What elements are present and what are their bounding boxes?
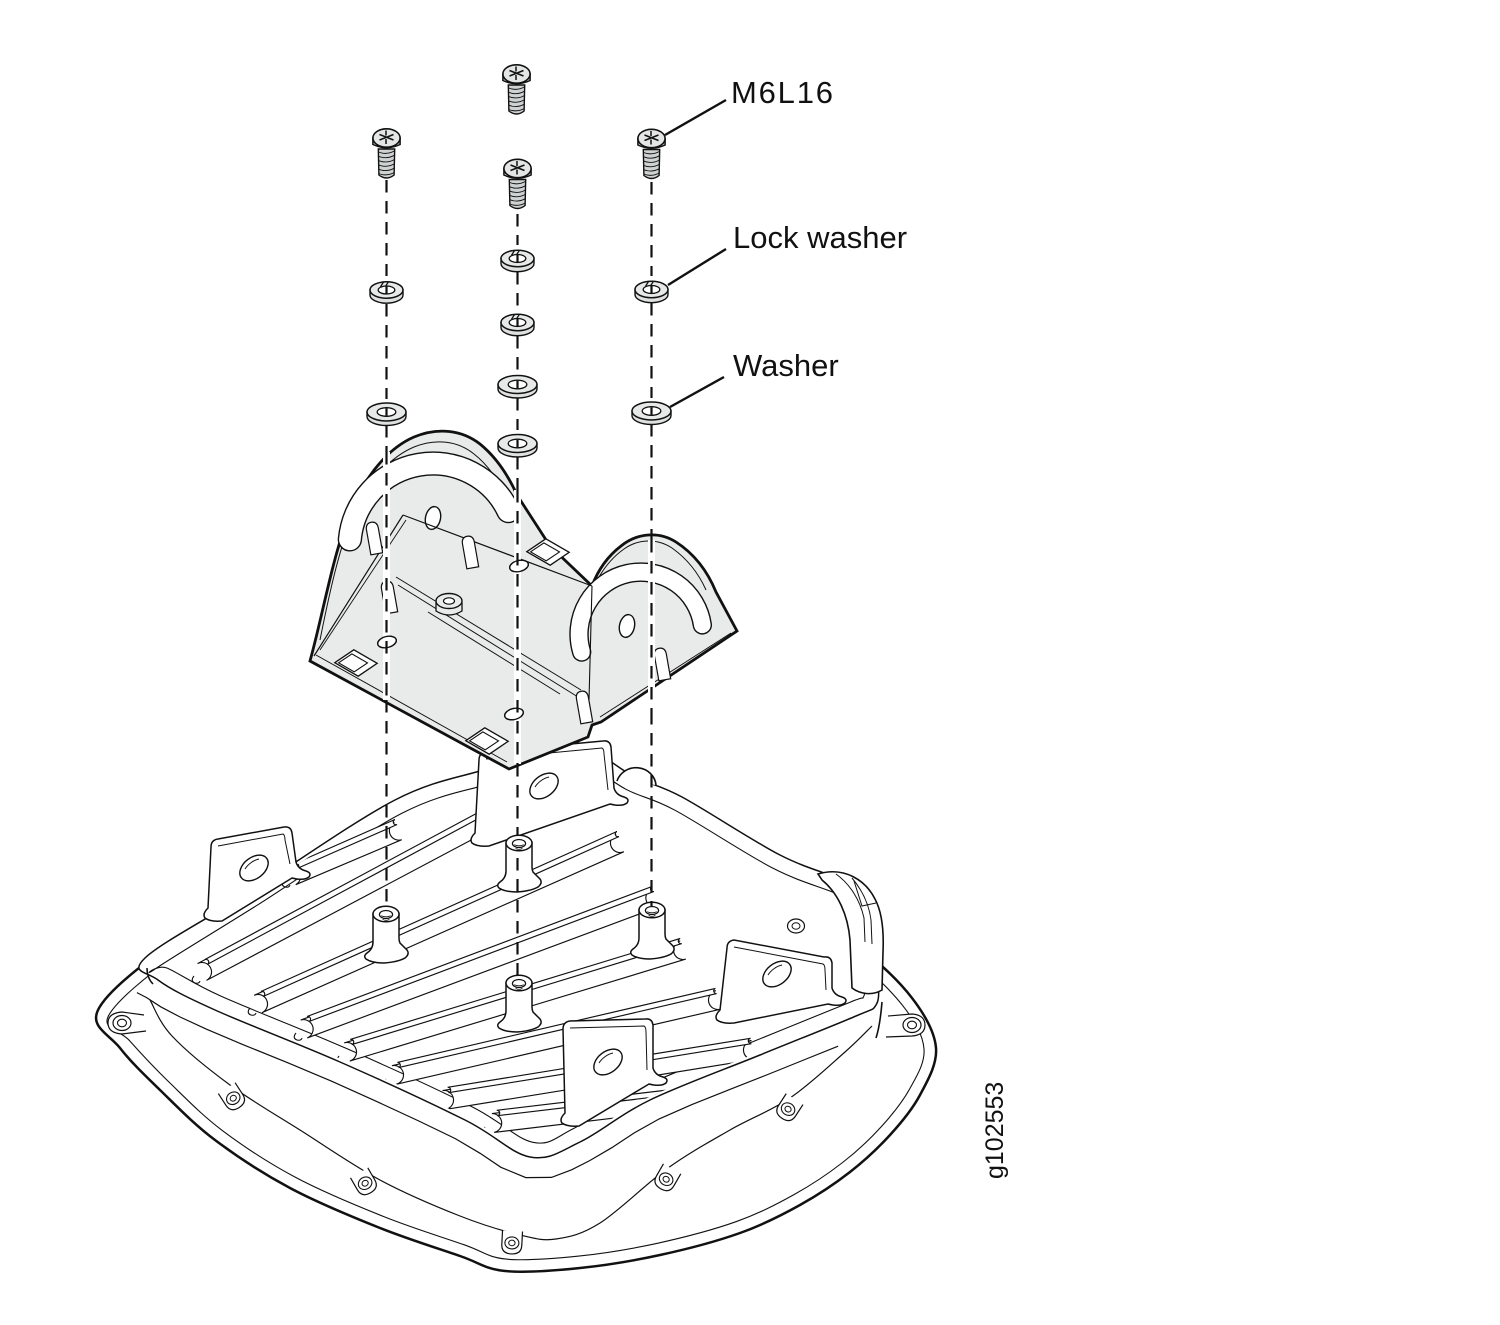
svg-text:Lock washer: Lock washer bbox=[733, 220, 907, 255]
svg-text:g102553: g102553 bbox=[981, 1082, 1009, 1179]
svg-text:Washer: Washer bbox=[733, 348, 839, 383]
svg-text:M6L16: M6L16 bbox=[731, 75, 835, 110]
